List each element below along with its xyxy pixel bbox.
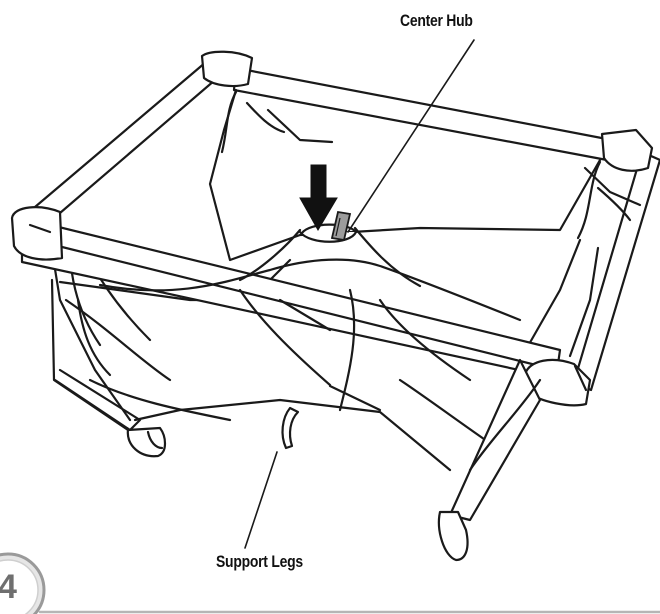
top-rail-front: [20, 216, 562, 380]
corner-cap-left-back: [200, 50, 254, 88]
corner-cap-right-back: [600, 128, 654, 172]
caster-left: [126, 426, 167, 458]
support-legs-label: Support Legs: [216, 552, 303, 571]
corner-cap-left: [10, 206, 64, 261]
support-legs-leader: [244, 451, 278, 549]
step-badge-ring: [0, 552, 46, 614]
floor-mesh: [98, 258, 522, 322]
center-hub-clip: [330, 210, 352, 242]
down-arrow-icon: [299, 164, 338, 231]
leg-right: [448, 358, 542, 522]
caster-right: [437, 510, 469, 562]
step-number: 4: [0, 568, 17, 606]
center-hub-leader: [347, 39, 475, 233]
leg-left: [53, 368, 142, 432]
right-frame-edge: [572, 150, 660, 392]
center-hub-label: Center Hub: [400, 11, 473, 30]
mesh-wall-back: [208, 88, 602, 262]
bottom-tray: [133, 398, 452, 472]
top-rail-left: [20, 60, 231, 227]
mesh-wall-right: [518, 238, 582, 362]
top-rail-back: [232, 66, 614, 162]
support-leg-hoop: [281, 406, 300, 450]
